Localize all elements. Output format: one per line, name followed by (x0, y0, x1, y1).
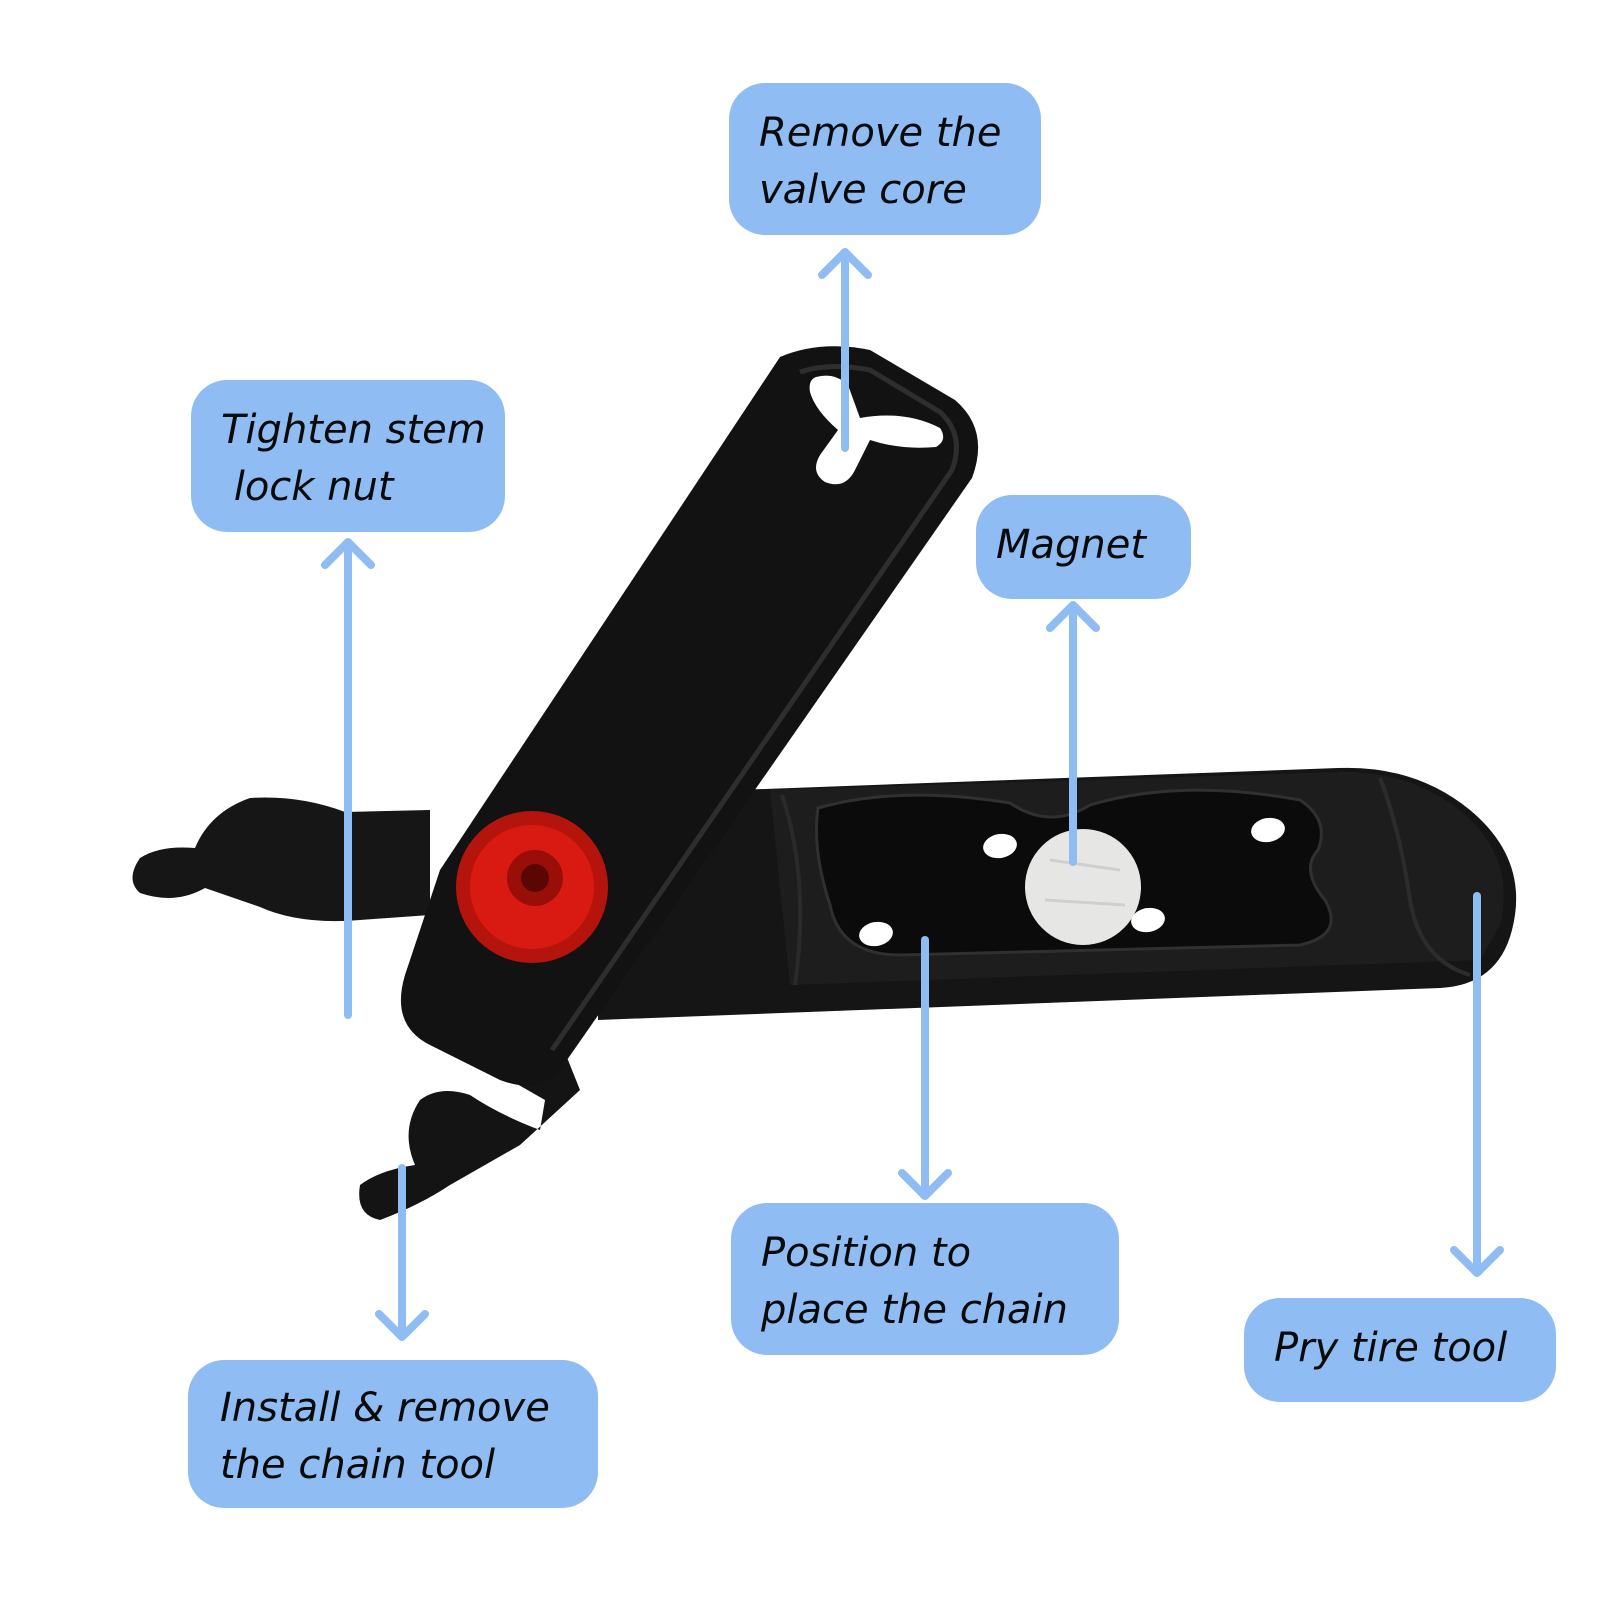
arrow-icon (898, 936, 952, 1200)
callout-line: Tighten stem (221, 407, 486, 453)
callout-line: place the chain (761, 1287, 1069, 1333)
arrow-icon (321, 538, 375, 1019)
callout-chain-tool: Install & remove the chain tool (188, 1360, 598, 1508)
arrow-icon (818, 248, 872, 452)
callout-stem-nut: Tighten stem lock nut (191, 380, 505, 532)
tire-lever-arm (598, 767, 1517, 1020)
arrow-icon (375, 1164, 429, 1341)
arrow-icon (1046, 601, 1100, 866)
callout-line: Position to (761, 1230, 972, 1276)
callout-valve-core: Remove the valve core (729, 83, 1041, 235)
callout-line: Remove the (759, 110, 1002, 156)
callout-line: lock nut (221, 464, 394, 510)
callout-line: Install & remove (220, 1385, 550, 1431)
callout-line: Pry tire tool (1274, 1325, 1508, 1371)
arrow-icon (1450, 892, 1504, 1277)
left-jaw (132, 797, 580, 1220)
callout-line: the chain tool (220, 1442, 496, 1488)
callout-chain-position: Position to place the chain (731, 1203, 1119, 1355)
callout-line: valve core (759, 167, 967, 213)
callout-line: Magnet (996, 522, 1147, 568)
callout-magnet: Magnet (976, 495, 1191, 599)
magnet-disc (1025, 829, 1141, 945)
callout-pry-tire: Pry tire tool (1244, 1298, 1556, 1402)
upper-handle-arm (400, 346, 979, 1086)
